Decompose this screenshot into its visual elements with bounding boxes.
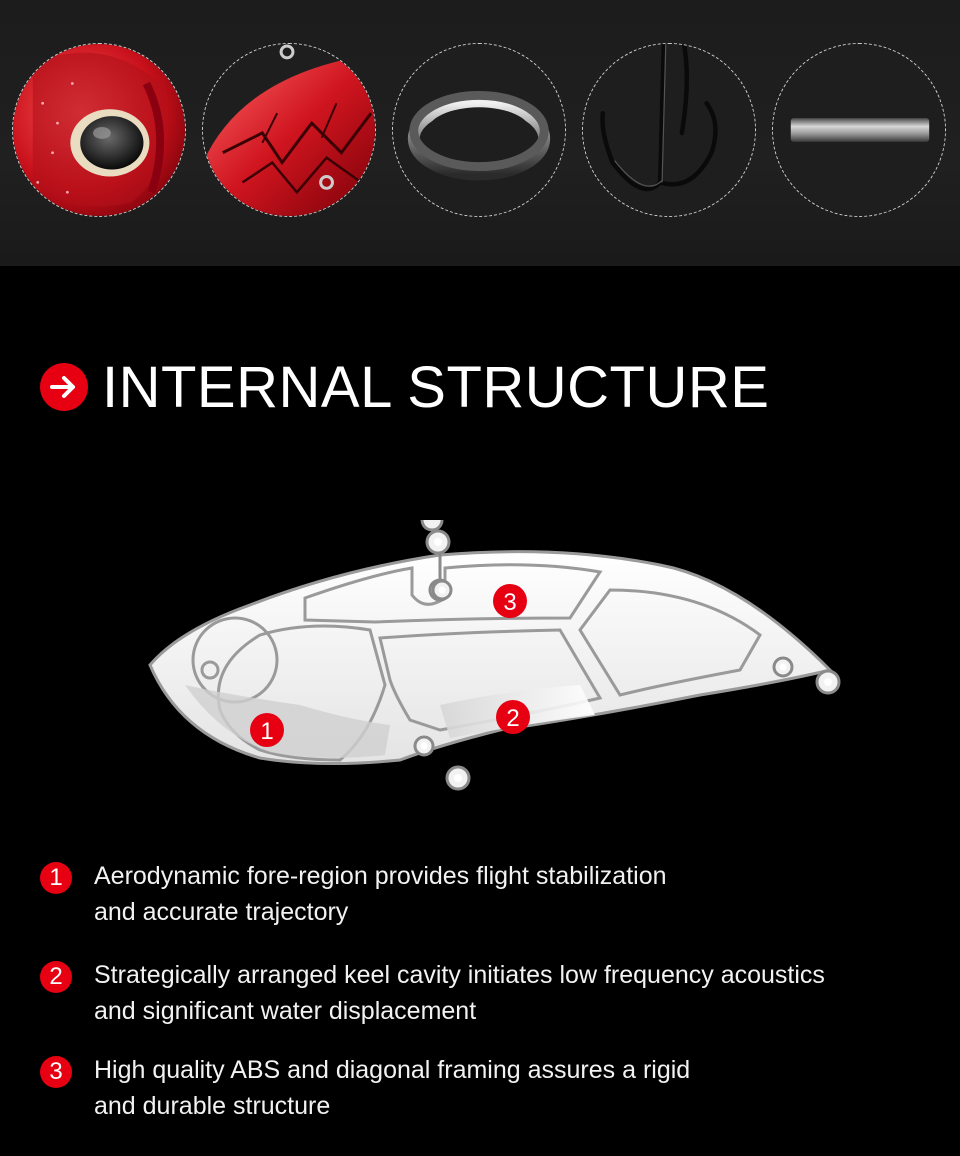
- feature-number-badge: 2: [40, 961, 72, 993]
- treble-hook-image: [582, 43, 756, 217]
- feature-description: High quality ABS and diagonal framing as…: [94, 1056, 691, 1120]
- section-title: INTERNAL STRUCTURE: [102, 354, 770, 420]
- marker-3: 3: [493, 584, 527, 618]
- marker-2-label: 2: [506, 705, 519, 732]
- marker-2: 2: [496, 700, 530, 734]
- marker-3-label: 3: [503, 589, 516, 616]
- section-heading: INTERNAL STRUCTURE: [40, 352, 769, 422]
- marker-1-label: 1: [260, 718, 273, 745]
- feature-item-3: 3 High quality ABS and diagonal framing …: [40, 1052, 690, 1124]
- feature-number-badge: 3: [40, 1056, 72, 1088]
- detail-band: [0, 0, 960, 266]
- feature-item-1: 1 Aerodynamic fore-region provides fligh…: [40, 858, 667, 930]
- feature-description: Strategically arranged keel cavity initi…: [94, 961, 825, 1025]
- rattle-tube-image: [772, 43, 946, 217]
- feature-number-badge: 1: [40, 862, 72, 894]
- marker-1: 1: [250, 713, 284, 747]
- body-detail-image: [202, 43, 376, 217]
- arrow-right-icon: [40, 363, 88, 411]
- feature-item-2: 2 Strategically arranged keel cavity ini…: [40, 957, 825, 1029]
- eye-detail-image: [12, 43, 186, 217]
- feature-description: Aerodynamic fore-region provides flight …: [94, 862, 667, 926]
- lure-structure-diagram: 1 2 3: [140, 508, 860, 810]
- split-ring-image: [392, 43, 566, 217]
